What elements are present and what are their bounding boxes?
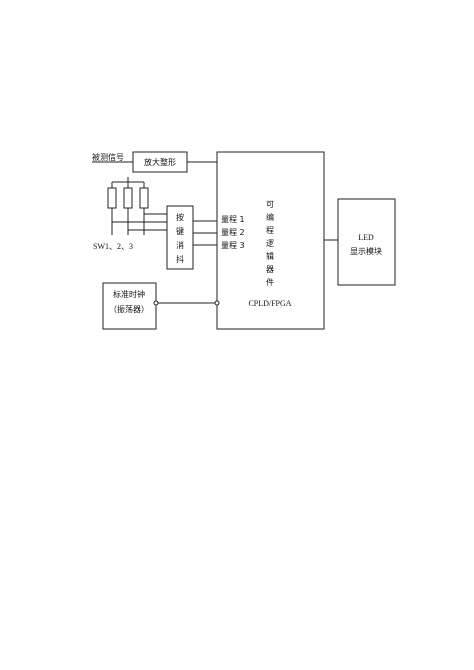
- cpld-model-label: CPLD/FPGA: [248, 299, 291, 308]
- cpld-char-7: 件: [266, 277, 274, 287]
- switch-label: SW1、2、3: [93, 242, 133, 251]
- cpld-char-4: 逻: [266, 238, 274, 248]
- led-label-line2: 显示模块: [350, 246, 382, 256]
- input-signal-label: 被测信号: [92, 152, 124, 162]
- switch-1-resistor: [107, 187, 117, 209]
- clock-output-node: [153, 300, 159, 306]
- cpld-char-1: 可: [266, 200, 274, 209]
- debounce-char-3: 消: [176, 240, 184, 250]
- debounce-box: [166, 205, 194, 270]
- debounce-char-2: 键: [176, 226, 184, 236]
- led-display-box: [337, 198, 396, 286]
- debounce-char-4: 抖: [176, 254, 184, 264]
- cpld-char-5: 辑: [266, 251, 274, 261]
- clock-box: [102, 282, 157, 330]
- led-label-line1: LED: [358, 233, 374, 242]
- cpld-char-6: 器: [266, 265, 274, 274]
- switch-2-resistor: [123, 187, 133, 209]
- clock-label-line1: 标准时钟: [113, 289, 145, 299]
- cpld-char-3: 程: [266, 226, 274, 235]
- clock-label-line2: （振荡器）: [109, 304, 149, 314]
- switch-3-resistor: [139, 187, 149, 209]
- range-3-label: 量程 3: [221, 241, 245, 250]
- amplifier-label: 放大整形: [144, 157, 176, 167]
- cpld-char-2: 编: [266, 212, 274, 222]
- range-2-label: 量程 2: [221, 228, 245, 237]
- cpld-clock-input-node: [214, 300, 220, 306]
- range-1-label: 量程 1: [221, 215, 245, 224]
- debounce-char-1: 按: [176, 212, 184, 222]
